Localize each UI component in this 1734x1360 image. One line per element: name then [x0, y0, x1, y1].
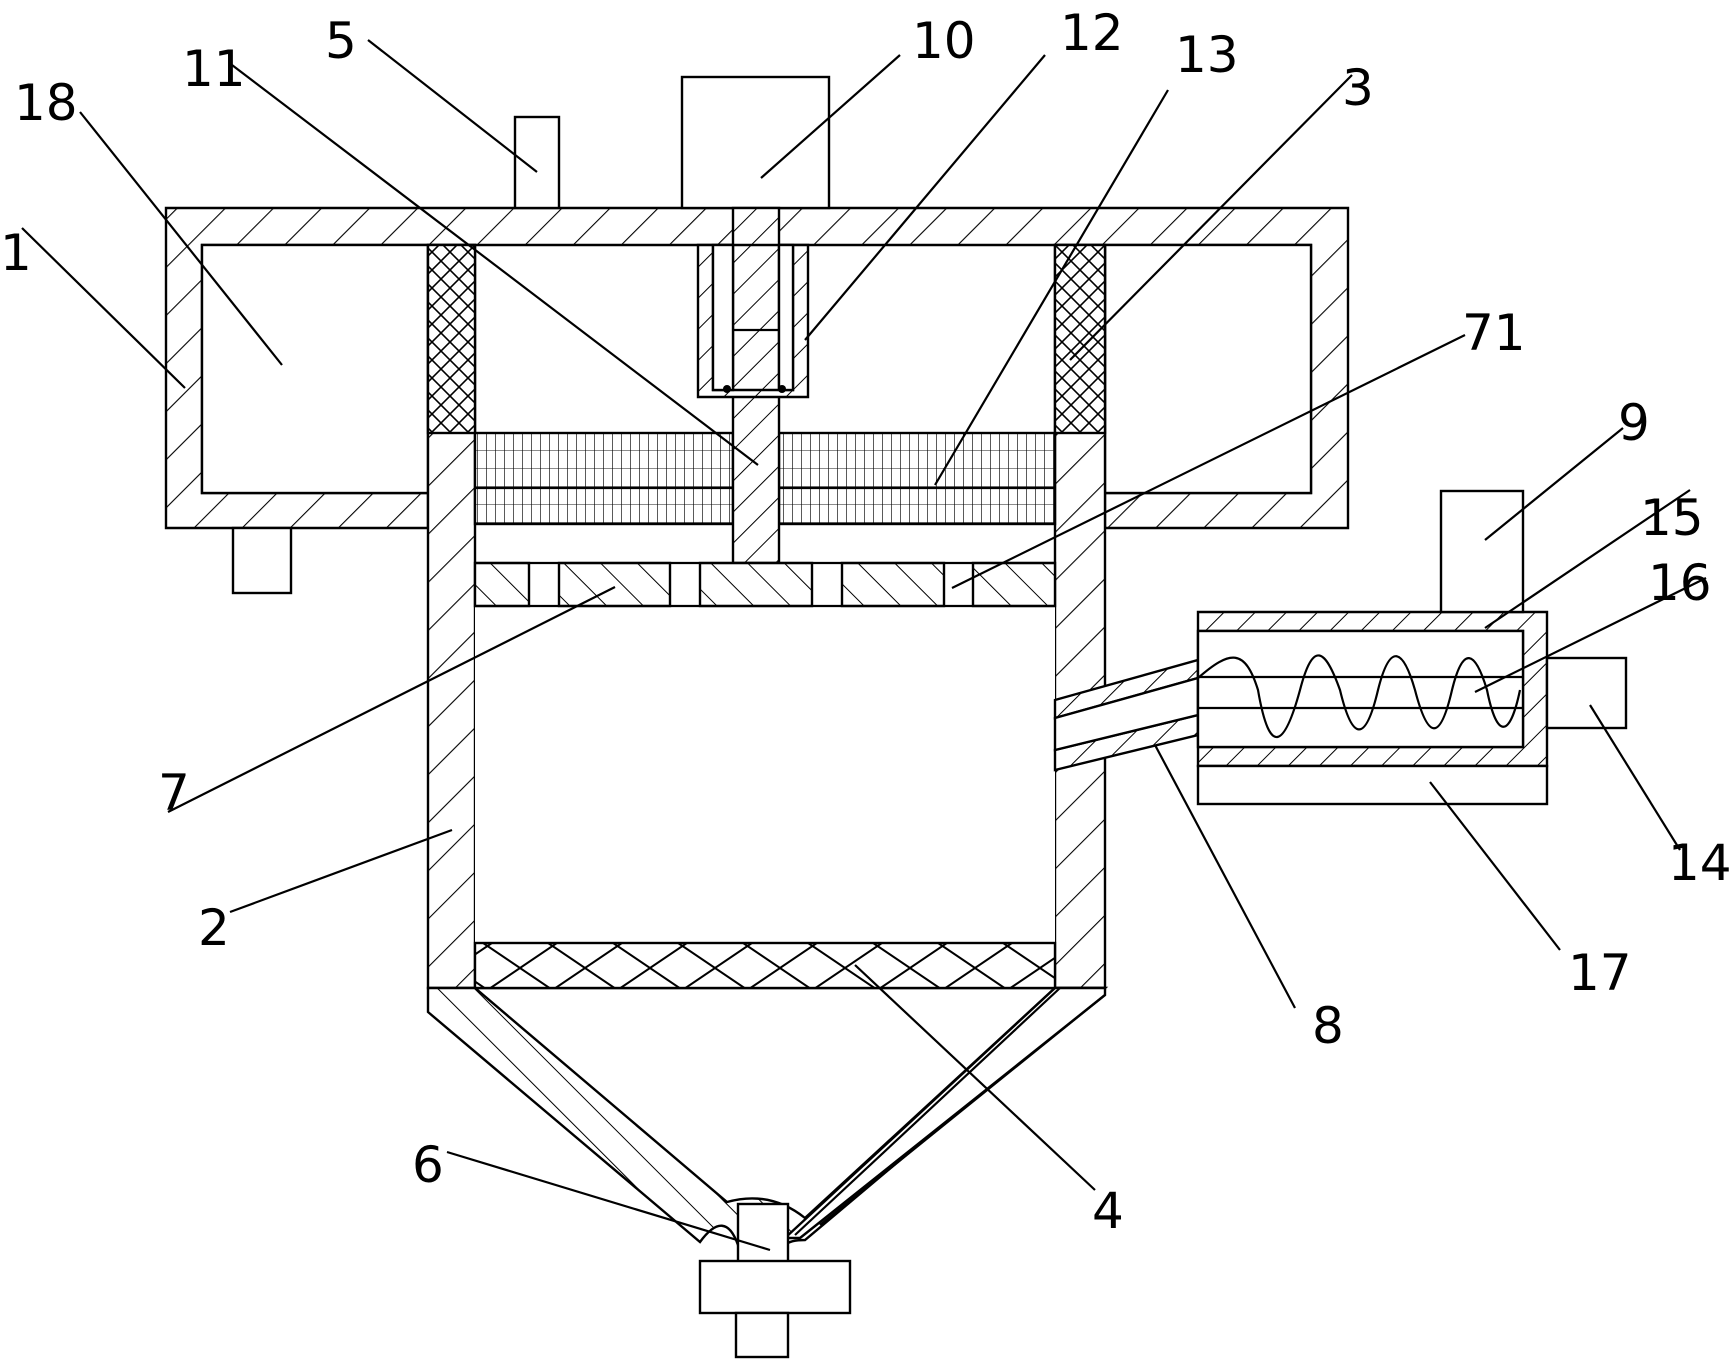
shaft-11 — [731, 206, 781, 565]
plate-7-segment — [473, 561, 531, 608]
chamber-right — [1103, 243, 1313, 495]
label-16: 16 — [1648, 554, 1712, 612]
leader-lines — [21, 39, 1707, 1252]
label-12: 12 — [1060, 4, 1124, 62]
plate-7-segment — [557, 561, 672, 608]
label-14: 14 — [1668, 834, 1732, 892]
label-15: 15 — [1640, 489, 1704, 547]
screen-13-left — [473, 431, 735, 526]
screen-13-right — [777, 431, 1057, 526]
filter-mesh-3-right — [1053, 243, 1107, 435]
label-7: 7 — [158, 764, 190, 822]
label-1: 1 — [0, 224, 32, 282]
motor-10 — [680, 75, 831, 210]
motor-9 — [1439, 489, 1525, 614]
bottom-outlet-stub — [231, 526, 293, 595]
label-2: 2 — [198, 899, 230, 957]
label-6: 6 — [412, 1136, 444, 1194]
outlet-pipe-6 — [736, 1202, 790, 1264]
label-5: 5 — [325, 12, 357, 70]
chamber-18 — [200, 243, 430, 495]
valve — [698, 1259, 852, 1315]
plate-7-segment — [698, 561, 814, 608]
filter-bed-4 — [473, 941, 1057, 990]
motor-14 — [1545, 656, 1628, 730]
label-10: 10 — [912, 12, 976, 70]
label-17: 17 — [1568, 944, 1632, 1002]
screw-16 — [1197, 654, 1522, 739]
base-17 — [1196, 764, 1549, 806]
label-13: 13 — [1175, 26, 1239, 84]
label-9: 9 — [1618, 394, 1650, 452]
filter-mesh-3-left — [426, 243, 477, 435]
plate-7-segment — [840, 561, 946, 608]
tank-interior — [475, 606, 1055, 946]
plate-7-segment — [971, 561, 1057, 608]
label-3: 3 — [1342, 59, 1374, 117]
label-11: 11 — [182, 40, 246, 98]
label-4: 4 — [1092, 1182, 1124, 1240]
label-71: 71 — [1462, 304, 1526, 362]
label-18: 18 — [14, 74, 78, 132]
drain-pipe — [734, 1311, 790, 1359]
label-8: 8 — [1312, 997, 1344, 1055]
inlet-pipe-5 — [513, 115, 561, 210]
